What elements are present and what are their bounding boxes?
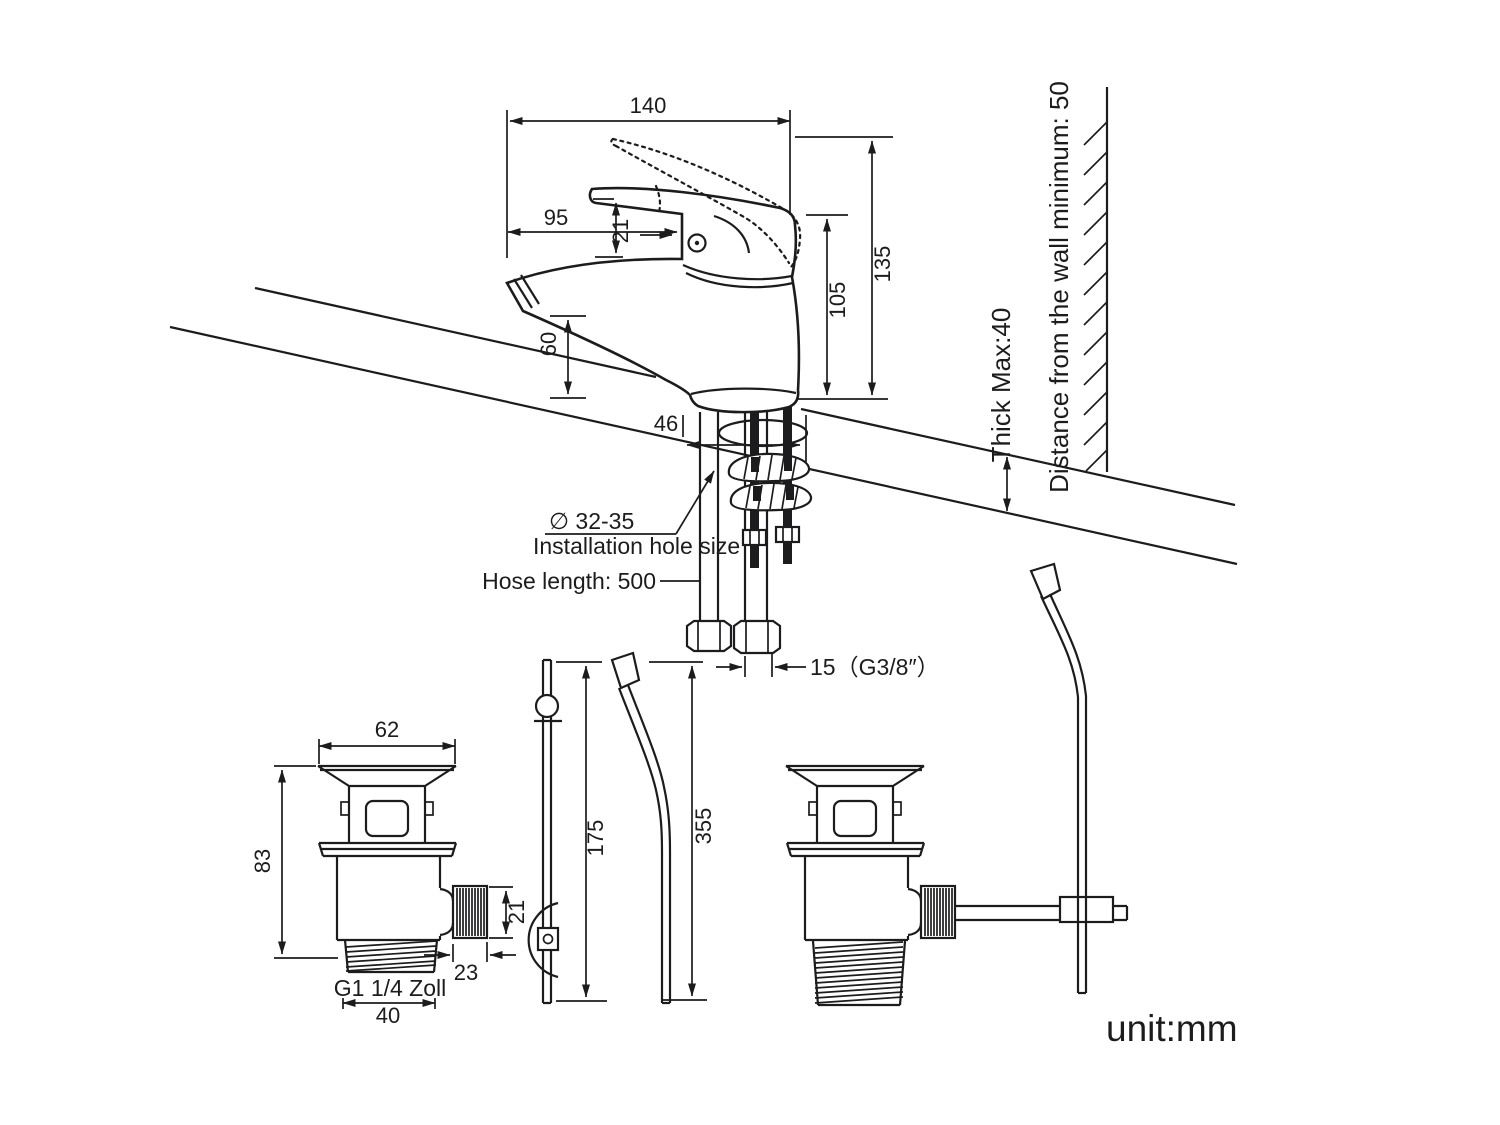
- dim-body-height: 105: [825, 282, 850, 319]
- unit-label: unit:mm: [1106, 1008, 1238, 1049]
- note-supply-connector: 15（G3/8″）: [810, 654, 940, 680]
- dimensions-drain: 62 83 21 23 G1 1/4 Zoll 40: [250, 717, 529, 1028]
- drain-assembly: [317, 764, 489, 942]
- pivot-rod-figure: [527, 658, 562, 1005]
- note-hole-diameter: ∅ 32-35: [549, 508, 634, 534]
- faucet-body-outline: [505, 186, 801, 414]
- dim-base-offset: 46: [654, 411, 678, 436]
- hose-nut-left: [685, 619, 733, 653]
- dim-spout-reach: 95: [544, 205, 568, 230]
- handle-raised-dotted: [610, 137, 802, 269]
- handle-screw: [687, 233, 707, 253]
- dimensions-rods: 175 355: [556, 661, 716, 1002]
- dim-outlet-diameter: 21: [504, 900, 529, 924]
- dim-flange-width: 62: [375, 717, 399, 742]
- dim-outlet-length: 23: [454, 960, 478, 985]
- wall-hatching: [1083, 121, 1108, 472]
- note-hole-label: Installation hole size: [533, 533, 740, 559]
- body-joint-line-upper: [682, 263, 793, 281]
- wall-section: [1083, 87, 1109, 472]
- dim-overall-width: 140: [630, 93, 667, 118]
- note-hose-length: Hose length: 500: [482, 568, 656, 594]
- note-wall-distance: Distance from the wall minimum: 50: [1044, 81, 1074, 493]
- dim-lift-rod-length: 355: [691, 808, 716, 845]
- pivot-rod-ball: [534, 693, 560, 719]
- handle-face-curve: [713, 214, 751, 254]
- dim-lever-clearance: 21: [608, 219, 633, 243]
- label-thread-size: G1 1/4 Zoll: [334, 975, 447, 1001]
- lift-rod-knob: [1029, 562, 1062, 601]
- drain-assembly-right: [784, 764, 957, 942]
- dim-thread-diameter: 40: [376, 1003, 400, 1028]
- drain-threads-left: [343, 939, 439, 974]
- dim-drain-height: 83: [250, 849, 275, 873]
- dim-pivot-rod-length: 175: [583, 820, 608, 857]
- popup-linkage: [955, 562, 1129, 995]
- dim-overall-height: 135: [870, 246, 895, 283]
- body-joint-line-lower: [685, 272, 794, 289]
- mounting-washers: [727, 452, 813, 512]
- drain-threads-right: [811, 940, 907, 1007]
- hose-nut-right: [732, 619, 782, 655]
- dim-spout-height: 60: [536, 332, 561, 356]
- stud-nuts: [741, 525, 801, 547]
- lift-rod-figure: [610, 651, 672, 1005]
- base-flange-line: [690, 387, 797, 396]
- spout-aerator: [513, 274, 540, 309]
- dimensions-faucet: 140 95 21 135 105 60 46 Thick Max:40 Dis…: [482, 81, 1074, 680]
- installation-hole: [717, 418, 809, 448]
- faucet-side-view: [505, 137, 802, 414]
- note-counter-thickness: Thick Max:40: [986, 308, 1016, 463]
